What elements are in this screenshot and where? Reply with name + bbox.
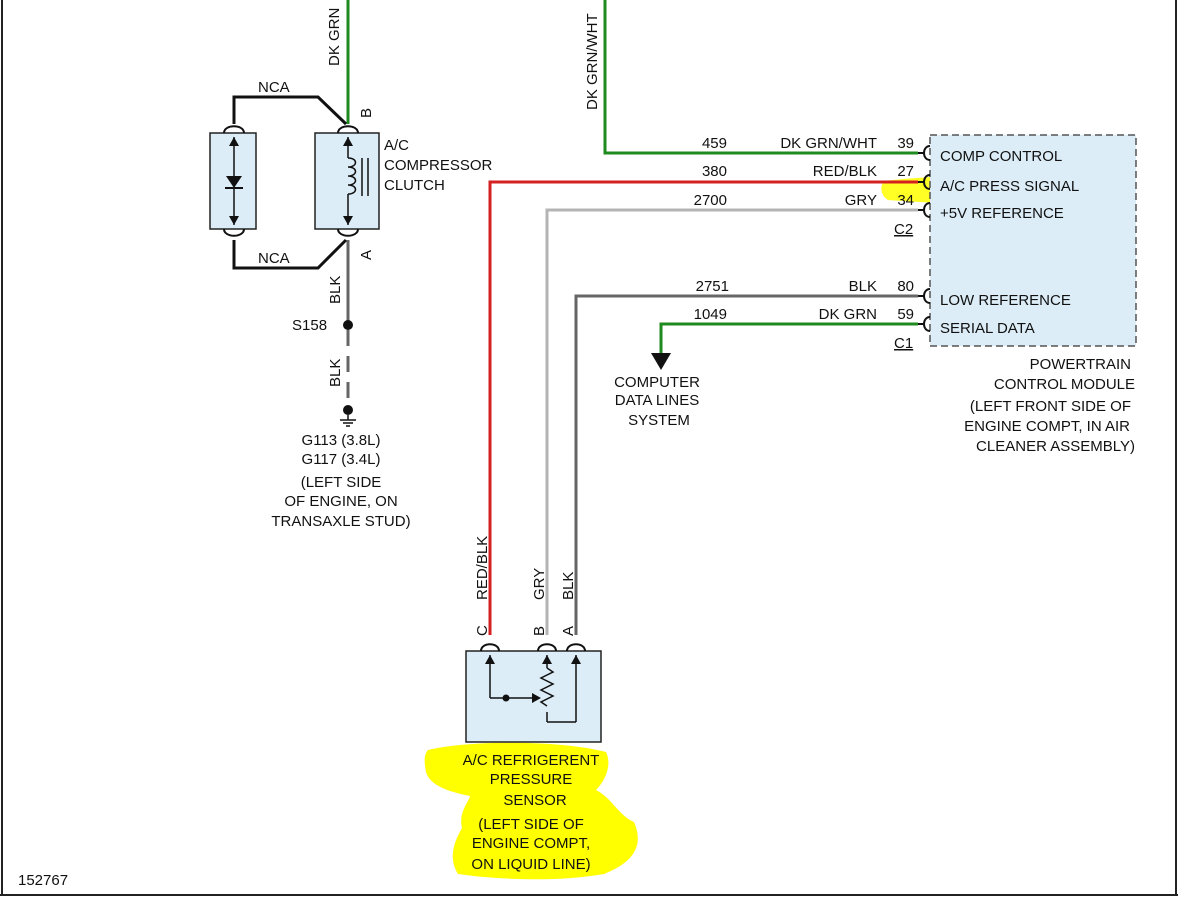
- sensor-location-2: ENGINE COMPT,: [472, 835, 590, 852]
- wire-1049: [659, 322, 918, 355]
- sensor-pin-b: B: [531, 626, 548, 636]
- diode-lower-terminal: [223, 228, 245, 237]
- sensor-name-line-3: SENSOR: [503, 792, 567, 809]
- pcm-wires: DK GRN/WHT 459 380 2700 2751 1049 DK GRN…: [488, 0, 918, 635]
- ground-line-2: G117 (3.4L): [302, 451, 381, 468]
- ground-point: [343, 405, 353, 415]
- diode-arrow-down: [229, 216, 239, 225]
- pcm-name-line-1: POWERTRAIN: [1030, 356, 1131, 373]
- diode-upper-terminal: [223, 125, 245, 134]
- compressor-clutch-section: DK GRN B NCA NCA A/C COMPRESSOR CLUTCH A: [209, 0, 493, 530]
- sensor-wire-blk-label: BLK: [560, 572, 577, 600]
- pressure-sensor: RED/BLK GRY BLK C B A A/C REFRIGER: [463, 536, 602, 873]
- wire-459: [603, 0, 918, 155]
- sensor-location-1: (LEFT SIDE OF: [478, 816, 584, 833]
- function-press-signal: A/C PRESS SIGNAL: [940, 178, 1079, 195]
- sensor-wire-red-blk-label: RED/BLK: [474, 536, 491, 600]
- clutch-name-line-2: COMPRESSOR: [384, 157, 493, 174]
- pcm-box: [929, 134, 1137, 347]
- pin-27: 27: [897, 163, 914, 180]
- wire-2751: [574, 294, 918, 635]
- coil-icon: [347, 157, 357, 195]
- sensor-pin-c: C: [474, 625, 491, 636]
- pcm-name-line-3: (LEFT FRONT SIDE OF: [970, 398, 1131, 415]
- circuit-1049: 1049: [694, 306, 727, 323]
- clutch-lower-terminal: [337, 228, 359, 237]
- pin-a-label: A: [358, 250, 375, 260]
- pin-59: 59: [897, 306, 914, 323]
- highlight-sensor-label: [424, 742, 638, 880]
- blk-label-1: BLK: [327, 276, 344, 304]
- dk-grn-wire-label: DK GRN: [326, 8, 343, 66]
- ground-icon: [340, 415, 356, 427]
- diode-arrow-up: [229, 137, 239, 146]
- pcm-name-line-5: CLEANER ASSEMBLY): [976, 438, 1135, 455]
- blk-label-2: BLK: [327, 359, 344, 387]
- figure-id: 152767: [18, 872, 68, 889]
- ground-location-1: (LEFT SIDE: [301, 474, 382, 491]
- clutch-name-line-1: A/C: [384, 137, 409, 154]
- nca-lower-wire: [232, 238, 348, 270]
- nca-lower-label: NCA: [258, 250, 290, 267]
- color-459: DK GRN/WHT: [780, 135, 877, 152]
- nca-upper-label: NCA: [258, 79, 290, 96]
- wiper-arrow-icon: [532, 693, 541, 703]
- wire-2700: [545, 208, 918, 635]
- sensor-name-line-2: PRESSURE: [490, 771, 573, 788]
- vertical-dk-grn-wht-label: DK GRN/WHT: [584, 13, 601, 110]
- pcm-name-line-2: CONTROL MODULE: [994, 376, 1135, 393]
- sensor-terminals: [480, 643, 586, 652]
- sensor-wire-gry-label: GRY: [531, 568, 548, 600]
- splice-label: S158: [292, 317, 327, 334]
- color-2700: GRY: [845, 192, 877, 209]
- connector-c1: C1: [894, 335, 913, 352]
- function-serial-data: SERIAL DATA: [940, 320, 1035, 337]
- sensor-name-line-1: A/C REFRIGERENT: [463, 752, 600, 769]
- data-lines-line-3: SYSTEM: [628, 412, 690, 429]
- circuit-459: 459: [702, 135, 727, 152]
- diode-icon: [226, 176, 242, 188]
- function-5v-reference: +5V REFERENCE: [940, 205, 1064, 222]
- sensor-pin-a: A: [560, 626, 577, 636]
- data-lines-arrow-icon: [651, 353, 671, 370]
- color-2751: BLK: [849, 278, 877, 295]
- data-lines-line-1: COMPUTER: [614, 374, 700, 391]
- circuit-380: 380: [702, 163, 727, 180]
- pcm-name-line-4: ENGINE COMPT, IN AIR: [964, 418, 1130, 435]
- circuit-2751: 2751: [696, 278, 729, 295]
- pin-39: 39: [897, 135, 914, 152]
- circuit-2700: 2700: [694, 192, 727, 209]
- ground-location-3: TRANSAXLE STUD): [271, 513, 410, 530]
- clutch-box: [314, 132, 380, 230]
- resistor-icon: [539, 667, 555, 707]
- data-lines-line-2: DATA LINES: [615, 392, 699, 409]
- nca-upper-wire: [232, 95, 348, 126]
- color-1049: DK GRN: [819, 306, 877, 323]
- function-low-reference: LOW REFERENCE: [940, 292, 1071, 309]
- color-380: RED/BLK: [813, 163, 877, 180]
- pin-b-label: B: [358, 108, 375, 118]
- clutch-name-line-3: CLUTCH: [384, 177, 445, 194]
- pin-34: 34: [897, 192, 914, 209]
- connector-c2: C2: [894, 221, 913, 238]
- splice-s158: [343, 320, 353, 330]
- wire-380: [488, 180, 918, 635]
- pin-80: 80: [897, 278, 914, 295]
- sensor-location-3: ON LIQUID LINE): [471, 856, 590, 873]
- sensor-internal: [489, 655, 577, 723]
- function-comp-control: COMP CONTROL: [940, 148, 1062, 165]
- clutch-upper-terminal: [337, 125, 359, 134]
- pcm-module: COMP CONTROL A/C PRESS SIGNAL +5V REFERE…: [918, 134, 1137, 455]
- pcm-terminals: [918, 145, 931, 332]
- ground-line-1: G113 (3.8L): [302, 432, 381, 449]
- ground-location-2: OF ENGINE, ON: [284, 493, 397, 510]
